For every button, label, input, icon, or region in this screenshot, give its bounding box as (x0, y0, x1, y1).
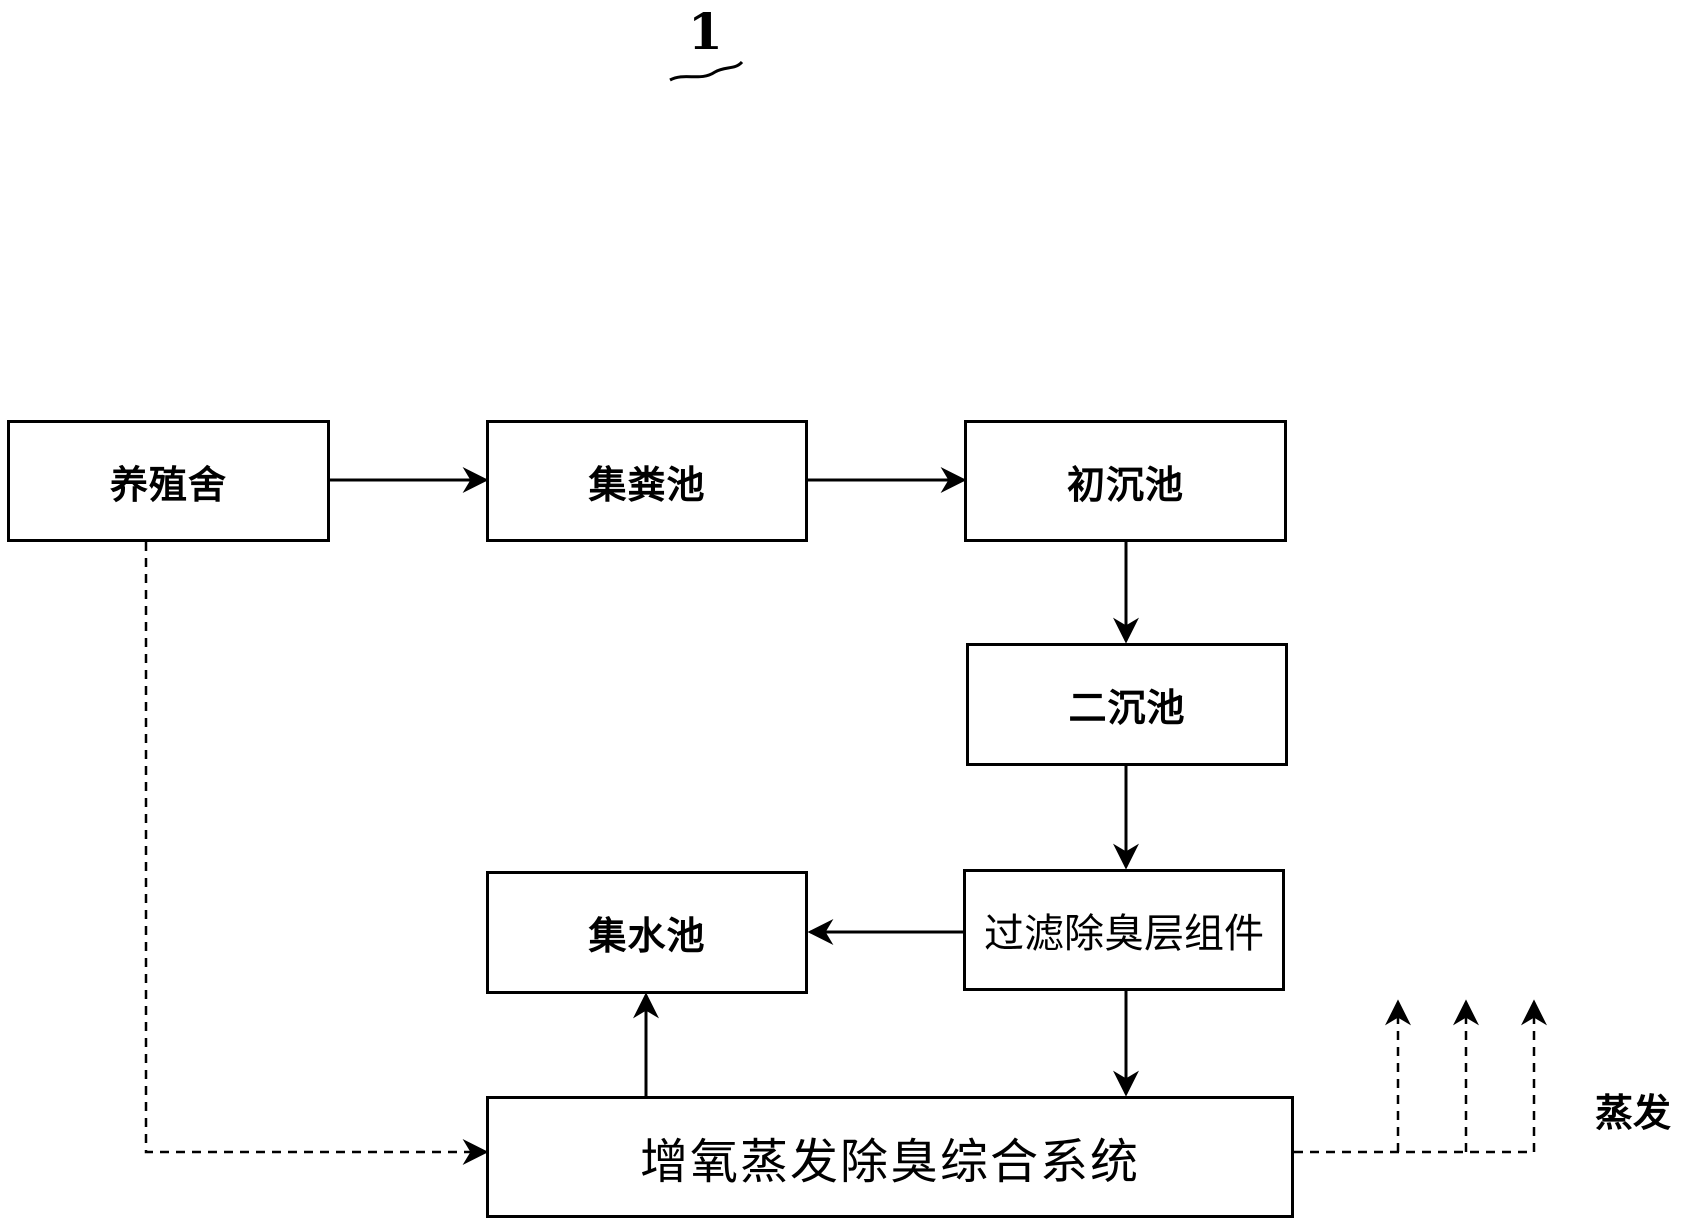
node-secondary-settling-label: 二沉池 (1068, 686, 1186, 730)
node-primary-settling: 初沉池 (964, 420, 1287, 542)
node-water-collection: 集水池 (486, 871, 808, 994)
figure-leader-line (669, 60, 744, 82)
node-water-collection-label: 集水池 (588, 914, 706, 958)
node-secondary-settling: 二沉池 (966, 643, 1288, 766)
dashed-evaporation-line (1294, 999, 1547, 1154)
node-farm-house-label: 养殖舍 (109, 462, 227, 507)
node-manure-pool: 集粪池 (486, 420, 808, 542)
node-integrated-system: 增氧蒸发除臭综合系统 (486, 1096, 1294, 1218)
node-filter-deodorize-label: 过滤除臭层组件 (984, 911, 1264, 957)
node-farm-house: 养殖舍 (7, 420, 330, 542)
node-integrated-system-label: 增氧蒸发除臭综合系统 (639, 1134, 1140, 1190)
node-manure-pool-label: 集粪池 (588, 462, 706, 507)
node-filter-deodorize: 过滤除臭层组件 (963, 869, 1285, 991)
dashed-bypass-line (144, 542, 489, 1165)
evaporation-label: 蒸发 (1595, 1091, 1672, 1135)
figure-number: 1 (688, 2, 723, 61)
node-primary-settling-label: 初沉池 (1066, 462, 1184, 507)
